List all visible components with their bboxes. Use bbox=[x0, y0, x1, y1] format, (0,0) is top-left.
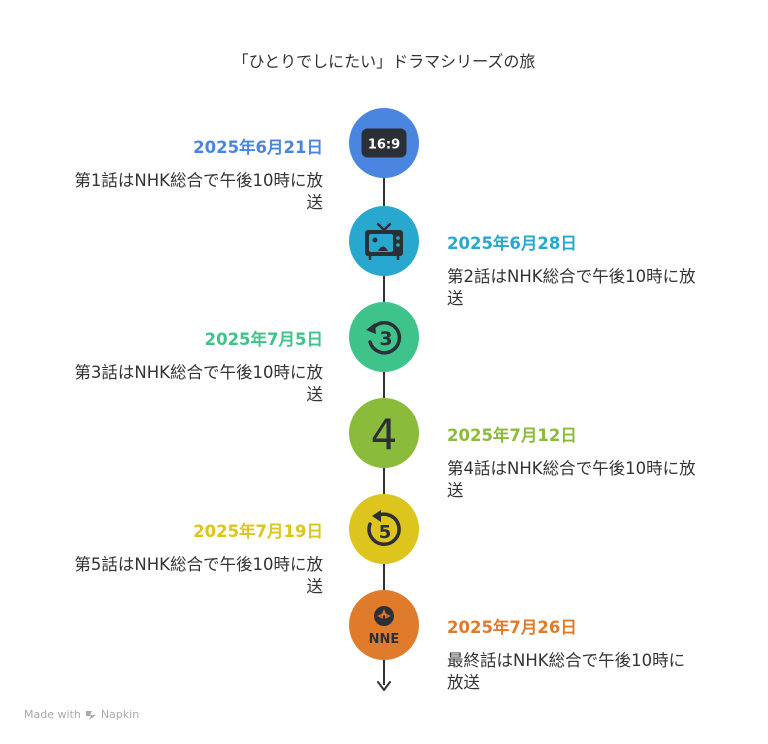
svg-text:4: 4 bbox=[371, 410, 398, 456]
episode-1-date: 2025年6月21日 bbox=[193, 138, 323, 157]
episode-final-date: 2025年7月26日 bbox=[447, 618, 577, 637]
compass-nne-icon: NNE bbox=[369, 606, 400, 647]
episode-3-description: 第3話はNHK総合で午後10時に放 送 bbox=[74, 363, 323, 404]
aspect-ratio-16-9-icon: 16:9 bbox=[361, 128, 407, 158]
episode-1-description: 第1話はNHK総合で午後10時に放 送 bbox=[74, 171, 323, 212]
episode-4-description: 第4話はNHK総合で午後10時に放 送 bbox=[447, 459, 696, 500]
timeline-node-final: NNE bbox=[349, 590, 419, 660]
made-with-napkin-footer[interactable]: Made with Napkin bbox=[24, 708, 139, 721]
episode-3-date: 2025年7月5日 bbox=[204, 330, 323, 349]
replay-5-icon: 5 bbox=[367, 510, 401, 546]
episode-2-date: 2025年6月28日 bbox=[447, 234, 577, 253]
timeline-node-1: 16:9 bbox=[349, 108, 419, 178]
timeline-node-5: 5 bbox=[349, 494, 419, 564]
episode-5-description: 第5話はNHK総合で午後10時に放 送 bbox=[74, 555, 323, 596]
replay-3-icon: 3 bbox=[366, 321, 402, 355]
episode-final-description: 最終話はNHK総合で午後10時に 放送 bbox=[447, 651, 686, 692]
timeline-node-3: 3 bbox=[349, 302, 419, 372]
timeline-node-2 bbox=[349, 206, 419, 276]
episode-4-date: 2025年7月12日 bbox=[447, 426, 577, 445]
retro-tv-icon bbox=[365, 222, 403, 260]
svg-text:16:9: 16:9 bbox=[368, 138, 400, 153]
svg-text:3: 3 bbox=[379, 328, 392, 350]
number-4-icon: 4 bbox=[371, 410, 398, 456]
made-with-label: Made with bbox=[24, 708, 81, 721]
svg-text:5: 5 bbox=[379, 522, 392, 543]
episode-5-date: 2025年7月19日 bbox=[193, 522, 323, 541]
timeline-node-4: 4 bbox=[349, 398, 419, 468]
episode-2-description: 第2話はNHK総合で午後10時に放 送 bbox=[447, 267, 696, 308]
napkin-brand: Napkin bbox=[100, 708, 140, 721]
timeline-arrow-icon bbox=[377, 681, 391, 691]
page-title: 「ひとりでしにたい」ドラマシリーズの旅 bbox=[232, 52, 536, 71]
svg-text:NNE: NNE bbox=[369, 632, 400, 647]
napkin-logo-icon bbox=[85, 710, 96, 720]
